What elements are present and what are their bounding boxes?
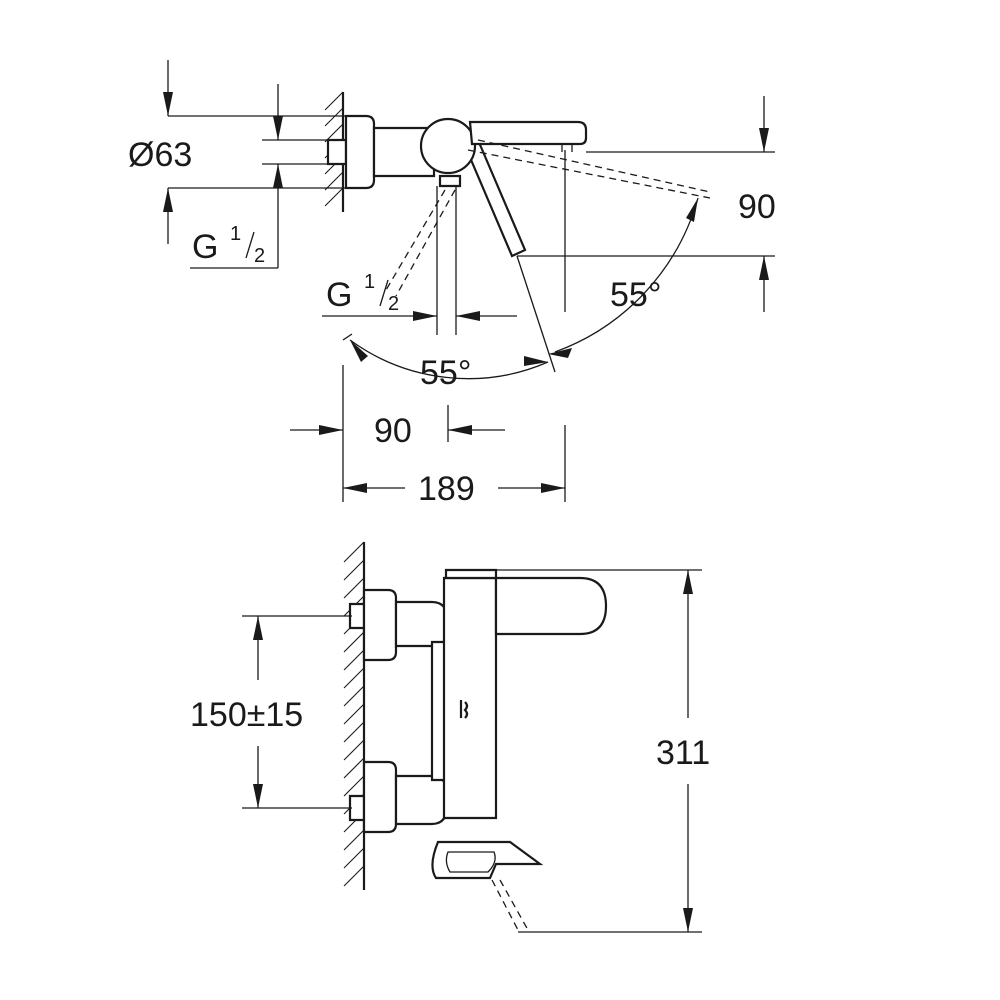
dim-thread-outlet-prefix: G xyxy=(326,276,352,314)
elbow-lower xyxy=(394,774,450,826)
wall-connector-lower xyxy=(348,794,366,822)
spout-front xyxy=(431,840,544,880)
dim-angle-bottom: 55° xyxy=(420,354,471,392)
dim-center-distance: 150±15 xyxy=(190,696,303,734)
cartridge-top xyxy=(419,117,477,175)
dim-projection-total: 189 xyxy=(418,470,475,508)
spout-inner xyxy=(445,851,496,873)
dim-height-right: 90 xyxy=(738,188,776,226)
mixer-column-front xyxy=(442,576,498,820)
spout-top xyxy=(468,120,588,146)
wall-hatch-front xyxy=(343,541,366,890)
dim-thread-wall-den: 2 xyxy=(254,245,265,267)
lever-handle-front xyxy=(494,576,608,636)
wall-connector-upper xyxy=(348,602,366,630)
dim-thread-wall-num: 1 xyxy=(230,223,241,245)
escutcheon-lower xyxy=(362,760,398,834)
wall-connector-top xyxy=(326,138,348,166)
elbow-upper xyxy=(394,600,450,648)
diverter-top xyxy=(438,174,462,188)
escutcheon-upper xyxy=(362,588,398,662)
dim-total-height: 311 xyxy=(656,734,710,772)
dim-angle-right: 55° xyxy=(610,276,661,314)
body-tube-top xyxy=(372,126,436,178)
lever-handle-top xyxy=(464,138,527,258)
logo-mark xyxy=(459,700,469,719)
top-button-front xyxy=(444,568,498,580)
dim-thread-wall-prefix: G xyxy=(192,228,218,266)
dim-thread-outlet-den: 2 xyxy=(388,293,399,315)
escutcheon-top xyxy=(344,114,376,190)
top-view: Ø63 G 1 2 90 55° G 1 2 xyxy=(128,60,776,508)
dim-diameter: Ø63 xyxy=(128,136,192,174)
dim-projection-spout: 90 xyxy=(374,412,412,450)
front-view: 150±15 311 xyxy=(190,541,710,933)
dim-thread-outlet-num: 1 xyxy=(364,271,375,293)
